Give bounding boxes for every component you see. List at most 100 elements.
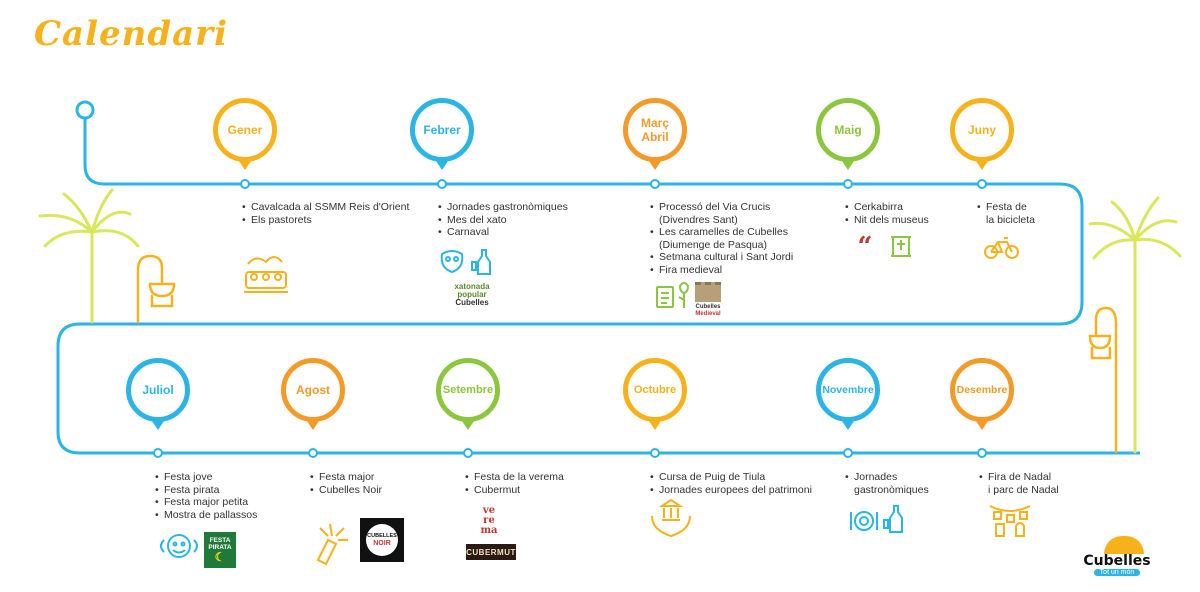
event-list-marc-abril: Processó del Via Crucis(Divendres Sant) … <box>650 201 820 277</box>
timeline-dot <box>463 448 473 458</box>
list-item: Fira medieval <box>650 264 820 277</box>
book-icon <box>656 286 674 308</box>
cubermut-logo: CUBERMUT <box>466 544 516 560</box>
month-pin-juny: Juny <box>950 98 1014 170</box>
festa-pirata-logo: FESTA PIRATA ☾ <box>204 532 236 568</box>
timeline-dot <box>843 448 853 458</box>
street-lamp-left-icon <box>136 254 176 324</box>
timeline-line <box>56 118 1140 455</box>
event-list-juliol: Festa jove Festa pirata Festa major peti… <box>155 471 275 521</box>
month-pin-juliol: Juliol <box>126 358 190 430</box>
event-list-gener: Cavalcada al SSMM Reis d'Orient Els past… <box>242 201 412 226</box>
nativity-icon <box>244 256 288 293</box>
event-list-octubre: Cursa de Puig de Tiula Jornades europees… <box>650 471 830 496</box>
page-title: Calendari <box>34 14 228 54</box>
rose-icon <box>678 282 690 308</box>
christmas-garland-icon <box>989 505 1031 537</box>
list-item: Mostra de pallassos <box>155 509 275 522</box>
timeline-start <box>75 100 95 120</box>
cerkabirra-logo: “ <box>857 232 873 262</box>
sun-icon <box>1104 536 1144 554</box>
wine-bottle-icon <box>883 505 903 533</box>
list-item: Mes del xato <box>438 214 598 227</box>
month-label: Juny <box>967 123 996 137</box>
heritage-hands-icon <box>651 498 691 538</box>
timeline-dot <box>437 179 447 189</box>
list-item: Nit dels museus <box>845 214 955 227</box>
list-item: Processó del Via Crucis(Divendres Sant) <box>650 201 820 226</box>
list-item: Cubelles Noir <box>310 484 420 497</box>
list-item: Jornades europees del patrimoni <box>650 484 830 497</box>
list-item: Cerkabirra <box>845 201 955 214</box>
list-item: Cubermut <box>465 484 585 497</box>
timeline-dot <box>977 448 987 458</box>
timeline-dot <box>308 448 318 458</box>
month-label: Octubre <box>633 384 677 396</box>
month-pin-gener: Gener <box>213 98 277 170</box>
month-label: Juliol <box>142 383 174 397</box>
month-pin-maig: Maig <box>816 98 880 170</box>
moon-icon: ☾ <box>214 549 226 564</box>
cubelles-medieval-logo: Cubelles Medieval <box>692 282 724 318</box>
month-pin-febrer: Febrer <box>410 98 474 170</box>
list-item: Festa de la verema <box>465 471 585 484</box>
list-item: Jornades gastronòmiques <box>438 201 598 214</box>
timeline-dot <box>153 448 163 458</box>
bottle-glass-icon <box>471 249 491 275</box>
carnival-mask-icon <box>440 250 464 274</box>
list-item: Festa major <box>310 471 420 484</box>
month-label: Novembre <box>822 384 874 396</box>
month-label: Març <box>640 116 669 130</box>
list-item: Festa pirata <box>155 484 275 497</box>
event-list-setembre: Festa de la verema Cubermut <box>465 471 585 496</box>
event-list-agost: Festa major Cubelles Noir <box>310 471 420 496</box>
cubelles-brand-logo: Cubelles Tot un món <box>1080 536 1154 582</box>
clown-icon <box>160 534 198 558</box>
timeline-dot <box>650 448 660 458</box>
list-item: Carnaval <box>438 226 598 239</box>
month-pin-octubre: Octubre <box>623 358 687 430</box>
list-item: Cavalcada al SSMM Reis d'Orient <box>242 201 412 214</box>
timeline-dot <box>977 179 987 189</box>
event-list-febrer: Jornades gastronòmiques Mes del xato Car… <box>438 201 598 239</box>
timeline-dot <box>650 179 660 189</box>
timeline-dot <box>843 179 853 189</box>
list-item: Festa major petita <box>155 496 275 509</box>
museum-night-icon <box>888 234 914 258</box>
month-pin-setembre: Setembre <box>436 358 500 430</box>
event-list-maig: Cerkabirra Nit dels museus <box>845 201 955 226</box>
xatonada-logo: xatonada popular Cubelles <box>454 282 490 307</box>
month-label: Febrer <box>423 123 461 137</box>
month-label: Desembre <box>956 384 1008 396</box>
month-label: Agost <box>296 383 330 397</box>
list-item: Setmana cultural i Sant Jordi <box>650 251 820 264</box>
list-item: Els pastorets <box>242 214 412 227</box>
plate-cutlery-icon <box>850 511 878 531</box>
cubelles-noir-logo: CUBELLES NOIR <box>360 518 404 562</box>
verema-logo: ve re ma <box>480 505 498 536</box>
palm-tree-right-icon <box>1088 196 1182 454</box>
street-lamp-right-icon <box>1088 306 1118 454</box>
month-label: Maig <box>834 123 862 137</box>
list-item: Cursa de Puig de Tiula <box>650 471 830 484</box>
list-item: Festa jove <box>155 471 275 484</box>
month-pin-agost: Agost <box>281 358 345 430</box>
month-label: Abril <box>641 130 669 144</box>
month-label: Setembre <box>442 384 494 396</box>
list-item: Les caramelles de Cubelles(Diumenge de P… <box>650 226 820 251</box>
castle-icon <box>695 282 721 302</box>
month-pin-novembre: Novembre <box>816 358 880 430</box>
palm-tree-left-icon <box>38 188 140 324</box>
timeline-dot <box>240 179 250 189</box>
month-pin-desembre: Desembre <box>950 358 1014 430</box>
bicycle-icon <box>984 237 1019 259</box>
fireworks-icon <box>316 523 348 566</box>
